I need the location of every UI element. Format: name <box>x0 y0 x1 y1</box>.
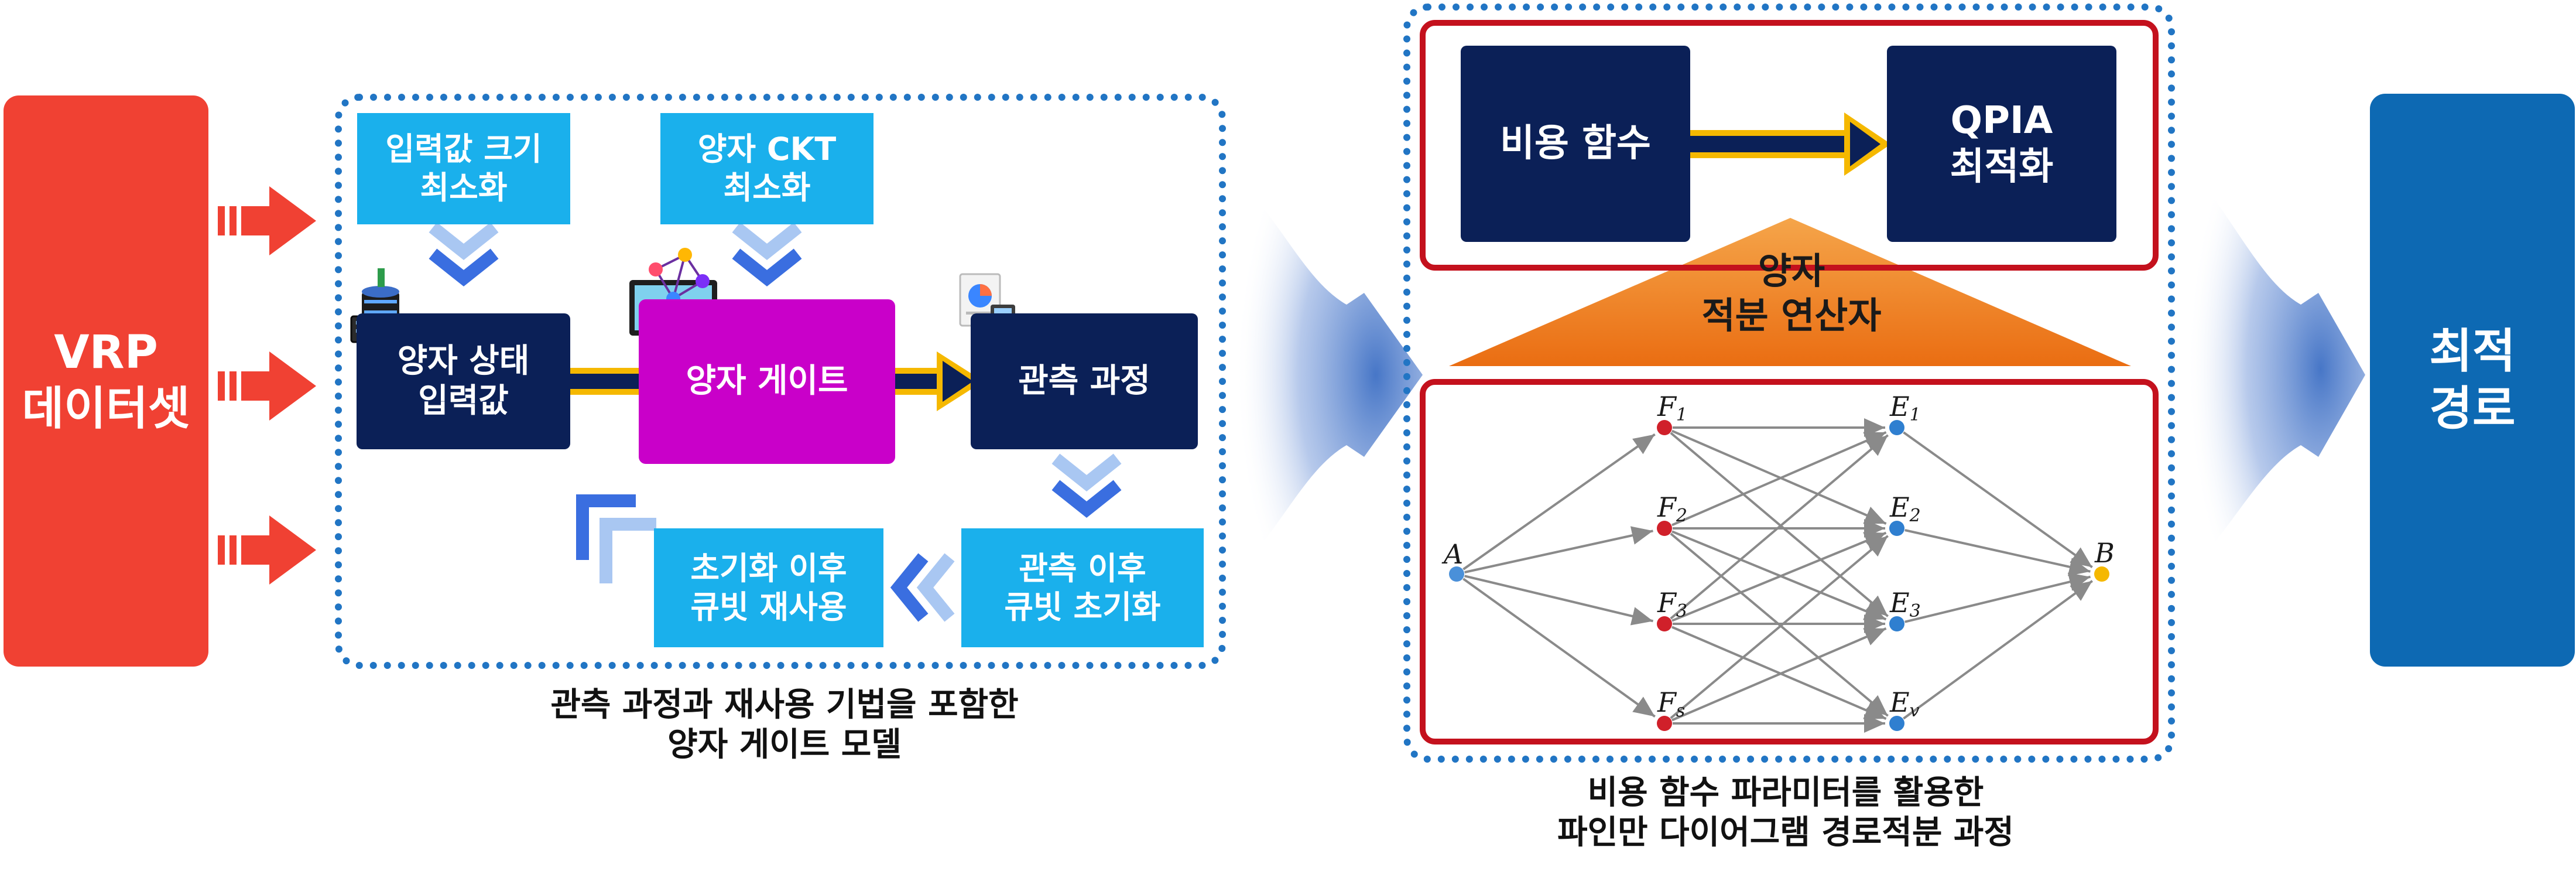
edge-E2-B <box>1904 529 2091 576</box>
edge-F1-E2 <box>1671 429 1887 525</box>
node-label-B: B <box>2094 537 2115 569</box>
gold-connector-cost-to-qpia <box>1690 112 1891 176</box>
chevron-down-icon-measure <box>1051 453 1122 518</box>
edge-E1-B <box>1903 431 2093 569</box>
node-E3 <box>1889 616 1904 631</box>
node-label-A: A <box>1441 538 1463 570</box>
edge-Fs-E3 <box>1671 627 1887 722</box>
ckt-minimize-box: 양자 CKT 최소화 <box>660 113 873 224</box>
node-Ev <box>1889 716 1904 731</box>
chevron-down-icon-ckt <box>732 222 802 287</box>
edge-F3-Ev <box>1671 626 1887 720</box>
qpia-optimize-box: QPIA 최적화 <box>1887 46 2116 242</box>
quantum-model-caption: 관측 과정과 재사용 기법을 포함한 양자 게이트 모델 <box>550 686 1019 764</box>
edge-Fs-E2 <box>1670 535 1889 719</box>
optimization-frame <box>1420 20 2159 271</box>
quantum-state-input-box: 양자 상태 입력값 <box>357 313 570 449</box>
qubit-reinitialize-box: 관측 이후 큐빗 초기화 <box>961 528 1204 647</box>
edge-F2-E1 <box>1671 431 1887 527</box>
edge-Ev-B <box>1903 580 2094 720</box>
node-E2 <box>1889 521 1904 536</box>
input-size-minimize-box: 입력값 크기 최소화 <box>357 113 570 224</box>
node-B <box>2094 566 2109 582</box>
node-F1 <box>1657 420 1672 435</box>
feynman-diagram-frame <box>1420 379 2159 744</box>
optimal-route-block: 최적 경로 <box>2370 94 2575 667</box>
edge-E3-B <box>1904 572 2091 623</box>
measurement-process-box: 관측 과정 <box>971 313 1198 449</box>
red-arrow-bottom <box>218 515 316 585</box>
quantum-gate-model-frame <box>335 94 1226 669</box>
path-integral-frame <box>1403 4 2175 763</box>
gold-connector-gate-to-measure <box>895 351 984 411</box>
transition-arrow-left <box>1235 176 1423 574</box>
node-Fs <box>1657 716 1672 731</box>
vrp-dataset-block: VRP 데이터셋 <box>4 95 208 667</box>
transition-arrow-right <box>2187 164 2365 574</box>
chevron-down-icon-input <box>429 222 499 287</box>
edge-F1-E3 <box>1670 432 1889 617</box>
quantum-integral-operator-label: 양자 적분 연산자 <box>1701 250 1882 337</box>
edge-F3-E2 <box>1671 531 1887 622</box>
red-arrow-middle <box>218 351 316 421</box>
path-integral-caption: 비용 함수 파라미터를 활용한 파인만 다이어그램 경로적분 과정 <box>1557 774 2014 852</box>
edge-F3-E1 <box>1670 434 1889 620</box>
edge-A-F2 <box>1464 526 1653 573</box>
edge-A-F1 <box>1462 433 1656 571</box>
node-F3 <box>1657 616 1672 631</box>
qubit-reuse-box: 초기화 이후 큐빗 재사용 <box>654 528 883 647</box>
corner-arrow-icon-return <box>576 494 656 583</box>
edge-A-Fs <box>1462 578 1656 718</box>
quantum-gate-box: 양자 게이트 <box>639 299 895 464</box>
node-E1 <box>1889 420 1904 435</box>
operator-triangle <box>1449 218 2131 366</box>
edge-F2-E3 <box>1671 530 1887 621</box>
gold-connector-state-to-gate <box>570 368 639 395</box>
cost-function-box: 비용 함수 <box>1461 46 1690 242</box>
red-arrow-top <box>218 186 316 255</box>
edge-A-F3 <box>1464 575 1654 626</box>
node-F2 <box>1657 521 1672 536</box>
node-A <box>1449 566 1464 582</box>
chevron-left-icon-reuse <box>890 553 955 622</box>
